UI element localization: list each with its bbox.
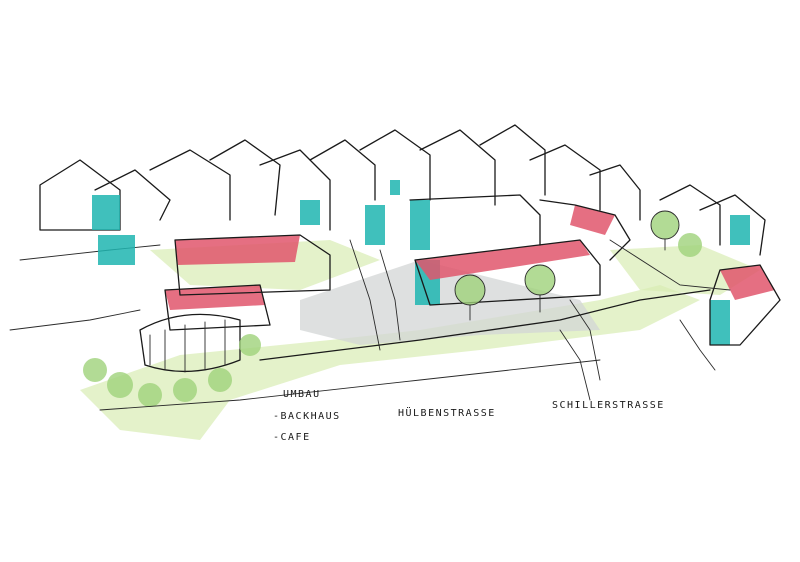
teal-facades [92, 180, 750, 345]
background-houses [9, 124, 766, 401]
trees [83, 210, 702, 407]
annotation-backhaus: -BACKHAUS [273, 411, 341, 422]
street-label-huelbenstrasse: HÜLBENSTRASSE [398, 408, 496, 419]
cafe-building [139, 313, 241, 373]
red-roofs [165, 205, 775, 310]
street-label-schillerstrasse: SCHILLERSTRASSE [552, 400, 665, 411]
main-buildings [139, 194, 781, 373]
annotation-cafe: -CAFE [273, 432, 311, 443]
streets [99, 239, 731, 411]
annotation-umbau: UMBAU [283, 389, 321, 400]
